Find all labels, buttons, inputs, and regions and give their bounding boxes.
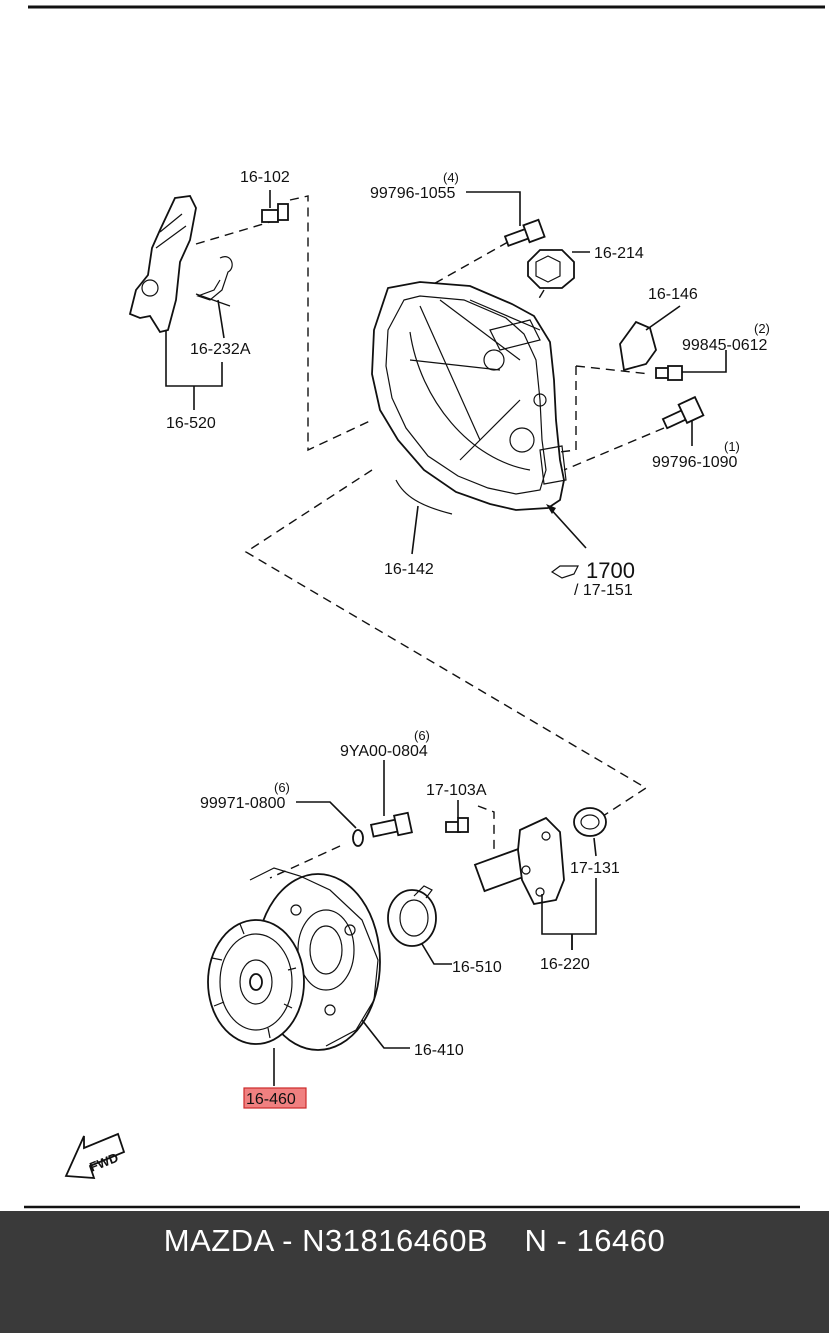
qty-99796-1055: (4) — [443, 170, 459, 185]
washer-99971-0800 — [352, 829, 364, 847]
release-bearing — [387, 885, 437, 947]
parts-diagram: 16-102 (4) 99796-1055 16-214 16-146 (2) … — [24, 5, 825, 1209]
qty-9YA00-0804: (6) — [414, 728, 430, 743]
ref-17-151: / 17-151 — [574, 582, 633, 599]
label-99845-0612: 99845-0612 — [682, 337, 768, 354]
qty-99971-0800: (6) — [274, 780, 290, 795]
qty-99845-0612: (2) — [754, 321, 770, 336]
label-16-460: 16-460 — [246, 1091, 296, 1108]
qty-99796-1090: (1) — [724, 439, 740, 454]
label-16-146: 16-146 — [648, 286, 698, 303]
bolt-9YA00-0804 — [369, 811, 413, 838]
bolt-99845-0612 — [655, 365, 683, 381]
clutch-housing — [371, 281, 567, 511]
fwd-arrow-icon — [64, 1132, 126, 1179]
label-16-232A: 16-232A — [190, 341, 251, 358]
label-99971-0800: 99971-0800 — [200, 795, 286, 812]
label-16-410: 16-410 — [414, 1042, 464, 1059]
label-99796-1055: 99796-1055 — [370, 185, 456, 202]
spring-clip — [195, 256, 233, 307]
cover-16-214 — [527, 249, 575, 289]
label-16-102: 16-102 — [240, 169, 290, 186]
oil-seal — [573, 807, 607, 837]
bearing-guide — [473, 816, 565, 906]
label-16-520: 16-520 — [166, 415, 216, 432]
ref-1700: 1700 — [586, 558, 635, 583]
pivot-ball — [261, 203, 289, 223]
label-16-220: 16-220 — [540, 956, 590, 973]
bolt-99796-1090 — [661, 395, 705, 430]
bolt-99796-1055 — [503, 218, 546, 247]
label-17-103A: 17-103A — [426, 782, 487, 799]
label-16-510: 16-510 — [452, 959, 502, 976]
bolt-17-103A — [445, 817, 469, 833]
label-99796-1090: 99796-1090 — [652, 454, 738, 471]
release-fork — [128, 195, 197, 334]
highlight-box — [243, 1087, 307, 1109]
label-16-142: 16-142 — [384, 561, 434, 578]
label-17-131: 17-131 — [570, 860, 620, 877]
label-9YA00-0804: 9YA00-0804 — [340, 743, 428, 760]
label-16-214: 16-214 — [594, 245, 644, 262]
footer-part-number: MAZDA - N31816460B N - 16460 — [163, 1223, 666, 1258]
dust-cover-16-146 — [619, 320, 657, 372]
footer-bar: MAZDA - N31816460B N - 16460 — [0, 1211, 829, 1333]
clutch-disc — [207, 919, 305, 1045]
